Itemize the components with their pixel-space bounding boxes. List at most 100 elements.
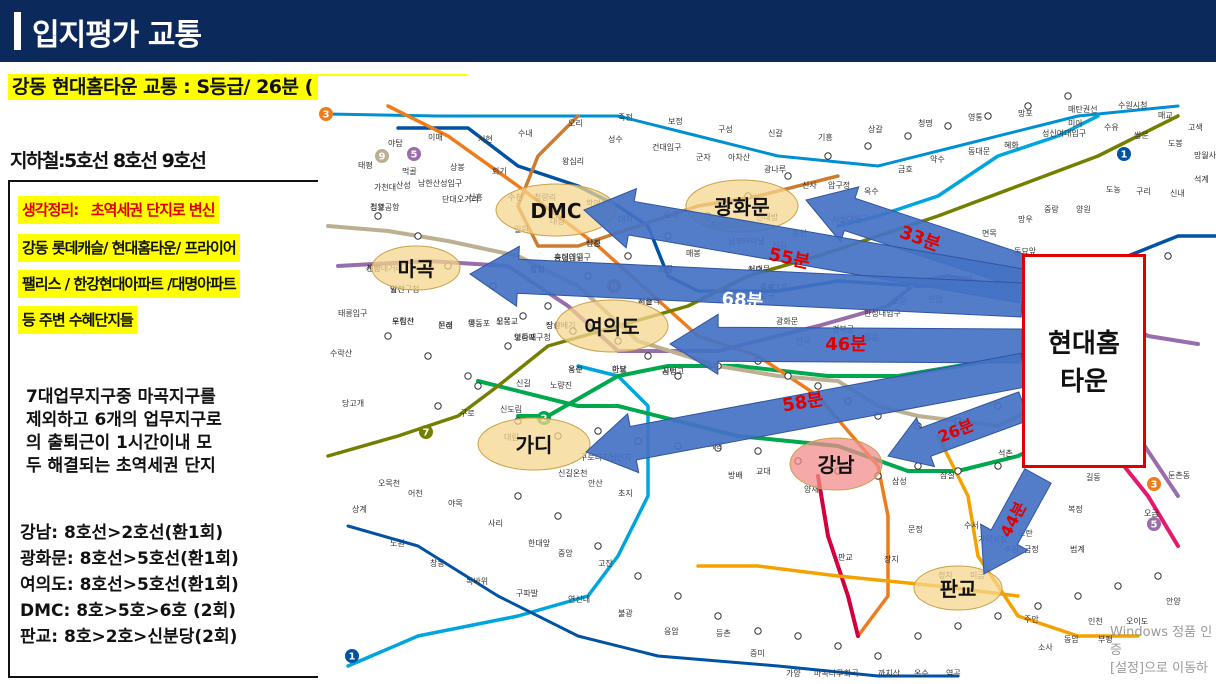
station-label: 오금: [1144, 509, 1159, 518]
line-badge-number: 7: [423, 428, 430, 439]
page-title: 입지평가 교통: [32, 18, 202, 53]
station-label: 불광: [618, 608, 633, 618]
station-label: 온수: [914, 669, 929, 678]
station-dot: [594, 427, 602, 435]
station-label: 왕십리: [562, 157, 584, 166]
station-label: 용산: [568, 364, 583, 374]
station-dot: [434, 402, 442, 410]
station-label: 야목: [448, 498, 463, 508]
station-dot: [874, 652, 882, 660]
line-badge-number: 5: [1151, 520, 1158, 531]
station-label: 정왕: [370, 202, 385, 212]
station-label: 증미: [750, 649, 765, 658]
station-label: 옥수: [864, 187, 879, 196]
station-label: 한대앞: [528, 538, 551, 548]
destination-box: 현대홈 타운: [1022, 254, 1146, 468]
hub-label-gasan: 가디: [516, 433, 553, 457]
station-label: 오목교: [496, 317, 518, 326]
paragraph-line: 7대업무지구중 마곡지구를: [26, 387, 216, 407]
subway-lines: 지하철:5호선 8호선 9호선: [10, 150, 207, 172]
line-badge-number: 5: [411, 150, 418, 161]
station-dot: [984, 112, 992, 120]
arrow-gangnam: [887, 391, 1030, 468]
station-dot: [504, 342, 512, 350]
station-label: 서울역: [638, 296, 660, 306]
station-label: 태평: [358, 160, 373, 170]
station-label: 범계: [1070, 544, 1085, 554]
station-dot: [954, 622, 962, 630]
destination-line-2: 타운: [1060, 367, 1108, 397]
station-dot: [1064, 92, 1072, 100]
station-label: 매봉: [686, 249, 701, 258]
station-label: 구파발: [516, 588, 539, 598]
station-label: 도농: [1106, 185, 1121, 194]
station-label: 성신여대입구: [1042, 128, 1086, 138]
station-label: 오리: [568, 119, 583, 128]
station-dot: [994, 462, 1002, 470]
station-label: 수원시청: [1118, 101, 1147, 110]
line-badge: [375, 149, 389, 163]
station-label: 서현: [478, 135, 493, 144]
station-label: 문래: [438, 321, 453, 330]
station-label: 신촌: [586, 239, 601, 248]
station-label: 중랑: [1044, 204, 1059, 214]
station-label: 상계: [352, 504, 367, 514]
station-label: 교대: [756, 467, 771, 476]
station-dot: [784, 372, 792, 380]
station-label: 영등포구청: [514, 332, 551, 342]
station-label: 안양: [1166, 596, 1181, 606]
station-label: 안산: [588, 478, 603, 488]
route-item: 판교: 8호>2호>신분당(2회): [20, 627, 238, 647]
station-label: 신정: [438, 320, 453, 330]
station-label: 숭실대입구: [554, 252, 591, 262]
station-label: 석계: [1194, 174, 1209, 184]
station-label: 양원: [1076, 205, 1091, 214]
travel-time-yeouido: 46분: [825, 334, 867, 355]
station-dot: [1034, 602, 1042, 610]
station-label: 부평: [1098, 634, 1113, 644]
station-label: 남한산성입구: [418, 178, 462, 188]
line-badge-number: 1: [1121, 150, 1128, 161]
station-label: 금정: [1024, 544, 1039, 554]
station-label: 이수: [748, 264, 763, 274]
station-dot: [544, 302, 552, 310]
hub-label-magok: 마곡: [398, 257, 435, 281]
line-badge: [1147, 477, 1161, 491]
hub-ellipse-yeouido: [555, 299, 669, 353]
station-label: 태릉입구: [338, 309, 367, 318]
note-highlight-2: 강동 롯데캐슬/ 현대홈타운/ 프라이어: [18, 234, 240, 262]
station-label: 연신내: [568, 595, 590, 604]
station-label: 혜화: [1004, 141, 1019, 150]
station-dot: [644, 352, 652, 360]
watermark-line-2: [설정]으로 이동하: [1110, 661, 1208, 676]
windows-watermark: Windows 정품 인증 [설정]으로 이동하: [1110, 624, 1216, 678]
station-label: 중앙: [558, 548, 573, 558]
line-badge: [1147, 517, 1161, 531]
line-airport: [326, 104, 1180, 168]
line-badge-number: 1: [349, 652, 356, 663]
station-label: 가천대: [374, 182, 396, 192]
station-dot: [1154, 572, 1162, 580]
station-label: 길동: [1086, 473, 1101, 482]
station-label: 고잔: [598, 558, 613, 568]
station-label: 오이도: [1126, 616, 1148, 626]
station-label: 죽전: [618, 112, 633, 122]
arrow-magok: [469, 245, 1024, 318]
station-label: 남성: [586, 239, 601, 248]
station-label: 망포: [1018, 108, 1033, 118]
station-dot: [784, 172, 792, 180]
station-label: 김포공항: [370, 202, 400, 212]
station-dot: [1024, 102, 1032, 110]
station-label: 신도림: [500, 404, 522, 414]
station-label: 신길온천: [558, 468, 587, 478]
station-label: 옥수: [568, 365, 583, 374]
station-label: 방배: [728, 470, 743, 480]
station-dot: [824, 152, 832, 160]
line-badge-number: 3: [1151, 480, 1158, 491]
station-label: 소사: [1038, 643, 1053, 652]
note-highlight-3: 팰리스 / 한강현대아파트 /대명아파트: [18, 270, 240, 298]
station-dot: [754, 627, 762, 635]
station-label: 창동: [430, 559, 445, 568]
station-label: 판교: [838, 553, 853, 562]
station-label: 영통: [968, 112, 983, 122]
